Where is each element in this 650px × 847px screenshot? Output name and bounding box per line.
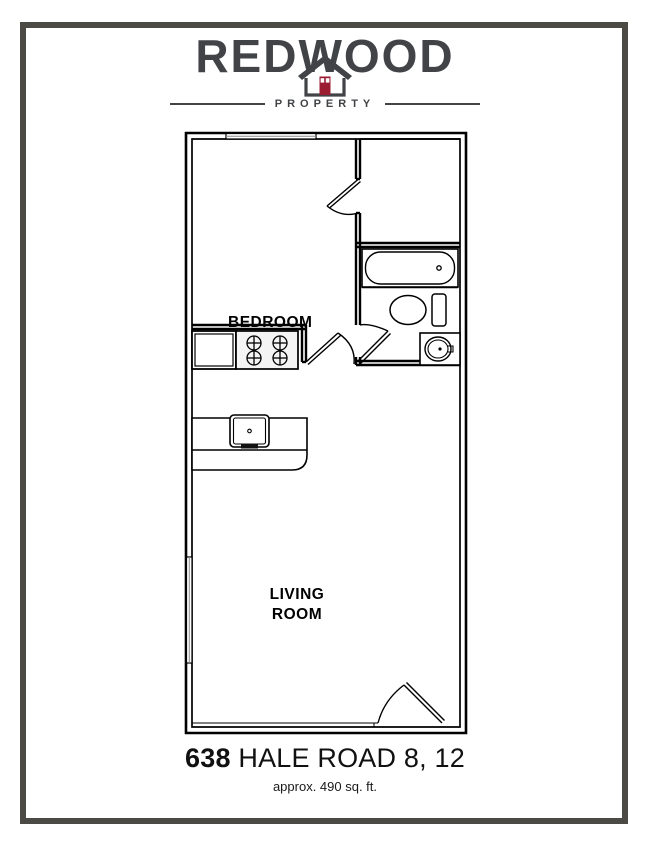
living-room-window-left xyxy=(185,556,193,664)
bathroom-door xyxy=(357,323,391,364)
bedroom-door xyxy=(326,178,361,216)
kitchen-counter xyxy=(191,414,308,471)
bathtub xyxy=(361,248,459,289)
poster-frame xyxy=(20,22,628,824)
hall-door xyxy=(305,332,355,366)
kitchen-counter-sink xyxy=(229,414,270,449)
room-label-living: LIVING xyxy=(270,586,325,603)
toilet xyxy=(389,293,447,327)
stove-4-burner xyxy=(235,330,299,370)
logo-rule-right xyxy=(385,103,481,105)
entry-door xyxy=(192,682,445,728)
logo-subtitle-row: PROPERTY xyxy=(160,96,490,112)
logo-rule-left xyxy=(169,103,265,105)
interior-walls xyxy=(192,139,460,364)
area-line: approx. 490 sq. ft. xyxy=(272,779,378,794)
floor-plan-caption: 638 HALE ROAD 8, 12 approx. 490 sq. ft. xyxy=(25,742,625,795)
bathroom-sink xyxy=(419,332,461,366)
address-street: HALE ROAD 8, 12 xyxy=(238,743,465,773)
redwood-property-logo: REDWOOD PROPERTY xyxy=(160,30,490,125)
room-label-bedroom: BEDROOM xyxy=(228,314,312,331)
house-icon xyxy=(298,55,352,97)
logo-subtitle: PROPERTY xyxy=(274,98,376,110)
bedroom-window-top xyxy=(225,132,317,140)
room-label-room: ROOM xyxy=(272,606,322,623)
address-line: 638 HALE ROAD 8, 12 xyxy=(25,742,625,774)
kitchen-sink xyxy=(191,330,237,370)
address-number: 638 xyxy=(185,743,231,773)
floor-plan-drawing: BEDROOM LIVING ROOM xyxy=(184,131,468,735)
